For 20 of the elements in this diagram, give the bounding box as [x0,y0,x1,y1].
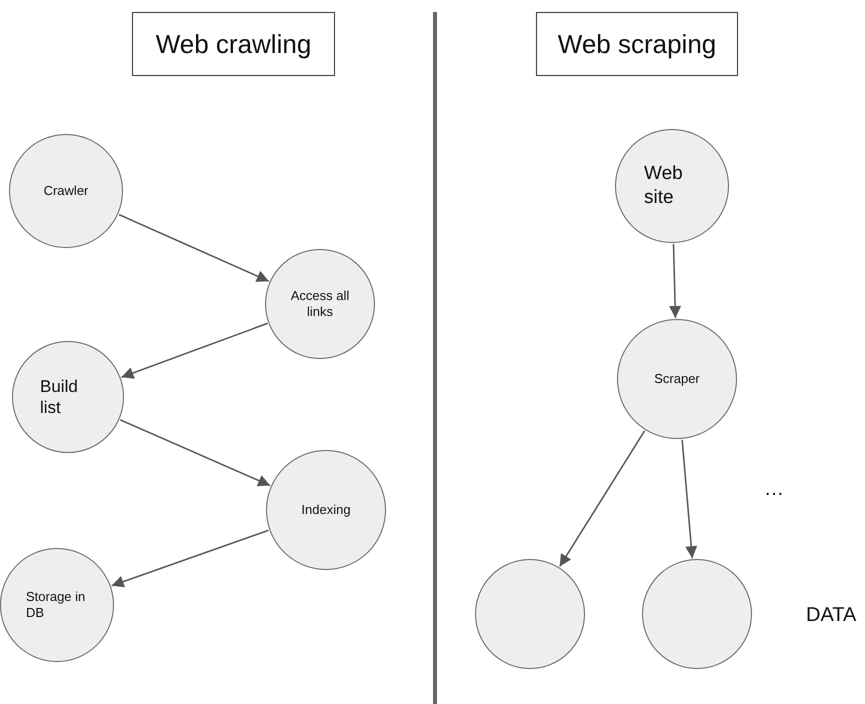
node-text: Access all links [290,288,350,320]
heading-box [132,12,335,76]
ellipsis-text: … [764,478,784,501]
heading-text: Web scraping [558,28,716,60]
arrow [121,322,268,379]
node-text: Web site [644,162,684,210]
heading-box [536,12,738,76]
arrow [681,440,698,558]
heading-text: Web crawling [156,28,312,60]
arrow [111,530,269,588]
arrow [118,214,270,282]
arrow [120,419,270,486]
arrow [559,430,646,567]
node-text: Indexing [301,502,351,518]
node-text: Crawler [44,182,88,200]
arrow [669,244,682,318]
node-text: Build list [40,376,79,418]
node-text: Storage in DB [26,588,86,622]
data-label: DATA [806,604,856,627]
node-text: Scraper [654,370,700,388]
